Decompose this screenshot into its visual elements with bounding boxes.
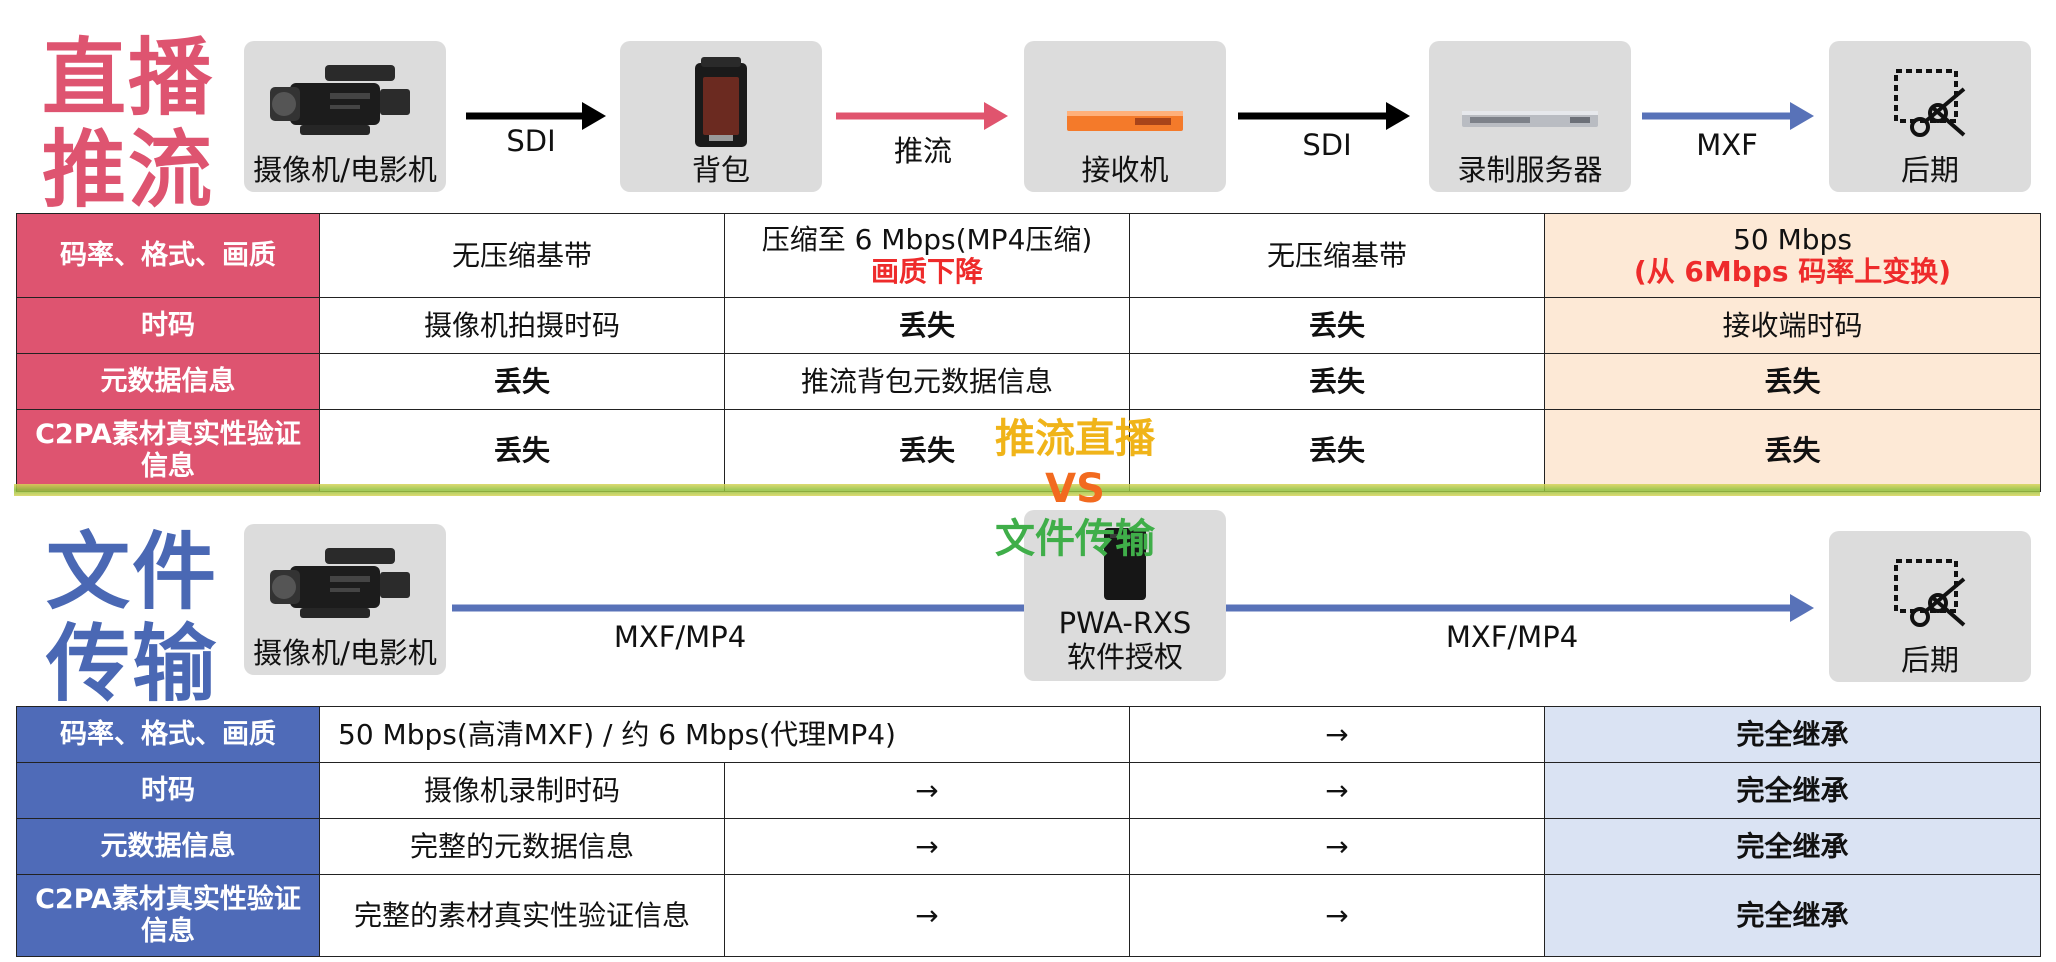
row-header: C2PA素材真实性验证信息 [16,409,320,492]
server-tower-icon [1104,528,1146,600]
table-row: 时码 摄像机录制时码 → → 完全继承 [16,762,2041,819]
section-divider [14,484,2040,496]
table-cell: 50 Mbps(高清MXF) / 约 6 Mbps(代理MP4) [319,706,1130,763]
table-cell: 丢失 [319,353,725,410]
node-label: 背包 [691,153,750,187]
table-cell: 摄像机拍摄时码 [319,297,725,354]
node-pwa-rxs: PWA-RXS 软件授权 [1024,510,1226,681]
backpack-icon [695,57,747,147]
node-label: 摄像机/电影机 [253,636,437,670]
node-label: 后期 [1900,153,1959,187]
link-label-sdi-1: SDI [506,124,556,158]
server-icon [1462,111,1598,127]
table-cell: 丢失 [724,297,1130,354]
table-cell: 丢失 [1129,297,1545,354]
row-header: 码率、格式、画质 [16,213,320,298]
table-cell: 推流背包元数据信息 [724,353,1130,410]
table-cell: 50 Mbps(从 6Mbps 码率上变换) [1544,213,2041,298]
scissors-clapper-icon [1894,69,1966,137]
file-flow-arrows [452,594,1814,622]
node-label-line1: PWA-RXS [1058,606,1192,640]
arrow-mxf-mp4-2 [1226,594,1814,622]
live-title-line2: 推流 [42,121,215,219]
link-label-stream: 推流 [893,134,952,168]
table-cell: → [724,818,1130,875]
table-row: C2PA素材真实性验证信息 完整的素材真实性验证信息 → → 完全继承 [16,874,2041,957]
receiver-icon [1067,111,1183,131]
node-label-line2: 软件授权 [1066,640,1183,674]
table-cell: → [1129,706,1545,763]
node-receiver: 接收机 [1024,41,1226,192]
table-cell: → [1129,762,1545,819]
node-post-live: 后期 [1829,41,2031,192]
row-header: 元数据信息 [16,353,320,410]
node-label: 摄像机/电影机 [253,153,437,187]
table-cell: 摄像机录制时码 [319,762,725,819]
row-header: 码率、格式、画质 [16,706,320,763]
versus-line2: VS [1045,466,1105,512]
table-row: 时码 摄像机拍摄时码 丢失 丢失 接收端时码 [16,297,2041,354]
table-cell: 完整的素材真实性验证信息 [319,874,725,957]
table-cell: 丢失 [1544,353,2041,410]
live-comparison-table: 码率、格式、画质 无压缩基带 压缩至 6 Mbps(MP4压缩)画质下降 无压缩… [16,213,2041,492]
table-cell: → [724,762,1130,819]
row-header: 时码 [16,297,320,354]
node-camera-file: 摄像机/电影机 [244,524,446,675]
link-label-mxf-mp4-2: MXF/MP4 [1445,620,1579,654]
table-cell: 无压缩基带 [1129,213,1545,298]
table-cell: 完全继承 [1544,818,2041,875]
arrow-sdi-2 [1238,102,1410,130]
row-header: C2PA素材真实性验证信息 [16,874,320,957]
link-label-sdi-2: SDI [1302,128,1352,162]
arrow-sdi-1 [466,102,606,130]
table-cell: → [724,874,1130,957]
scissors-clapper-icon [1894,559,1966,627]
node-label: 录制服务器 [1457,153,1603,187]
row-header: 元数据信息 [16,818,320,875]
table-cell: 丢失 [319,409,725,492]
camera-icon [270,65,410,135]
file-section-title: 文件 传输 [46,526,218,710]
node-label: 接收机 [1081,153,1169,187]
table-cell: 完全继承 [1544,874,2041,957]
file-title-line1: 文件 [46,523,219,621]
table-row: 码率、格式、画质 无压缩基带 压缩至 6 Mbps(MP4压缩)画质下降 无压缩… [16,213,2041,298]
table-cell: 丢失 [1129,409,1545,492]
file-comparison-table: 码率、格式、画质 50 Mbps(高清MXF) / 约 6 Mbps(代理MP4… [16,706,2041,957]
node-post-file: 后期 [1829,531,2031,682]
node-recording-server: 录制服务器 [1429,41,1631,192]
table-cell: → [1129,818,1545,875]
table-row: 码率、格式、画质 50 Mbps(高清MXF) / 约 6 Mbps(代理MP4… [16,706,2041,763]
live-title-line1: 直播 [42,29,215,127]
live-flow-arrows [466,102,1814,130]
arrow-stream [836,102,1008,130]
table-cell: 完全继承 [1544,762,2041,819]
versus-line3: 文件传输 [995,516,1155,562]
live-section-title: 直播 推流 [42,32,214,216]
node-label: 后期 [1900,643,1959,677]
camera-icon [270,548,410,618]
table-cell: 完全继承 [1544,706,2041,763]
table-cell: 接收端时码 [1544,297,2041,354]
link-label-mxf: MXF [1696,128,1758,162]
table-row: 元数据信息 完整的元数据信息 → → 完全继承 [16,818,2041,875]
versus-line1: 推流直播 [995,416,1155,462]
file-title-line2: 传输 [46,615,219,713]
node-backpack: 背包 [620,41,822,192]
row-header: 时码 [16,762,320,819]
table-cell: 丢失 [1544,409,2041,492]
table-cell: → [1129,874,1545,957]
arrow-mxf [1642,102,1814,130]
node-camera-live: 摄像机/电影机 [244,41,446,192]
table-cell: 完整的元数据信息 [319,818,725,875]
table-cell: 丢失 [1129,353,1545,410]
versus-label: 推流直播 VS 文件传输 [960,414,1190,564]
table-cell: 无压缩基带 [319,213,725,298]
table-cell: 压缩至 6 Mbps(MP4压缩)画质下降 [724,213,1130,298]
table-row: C2PA素材真实性验证信息 丢失 丢失 丢失 丢失 [16,409,2041,492]
table-row: 元数据信息 丢失 推流背包元数据信息 丢失 丢失 [16,353,2041,410]
link-label-mxf-mp4-1: MXF/MP4 [613,620,747,654]
